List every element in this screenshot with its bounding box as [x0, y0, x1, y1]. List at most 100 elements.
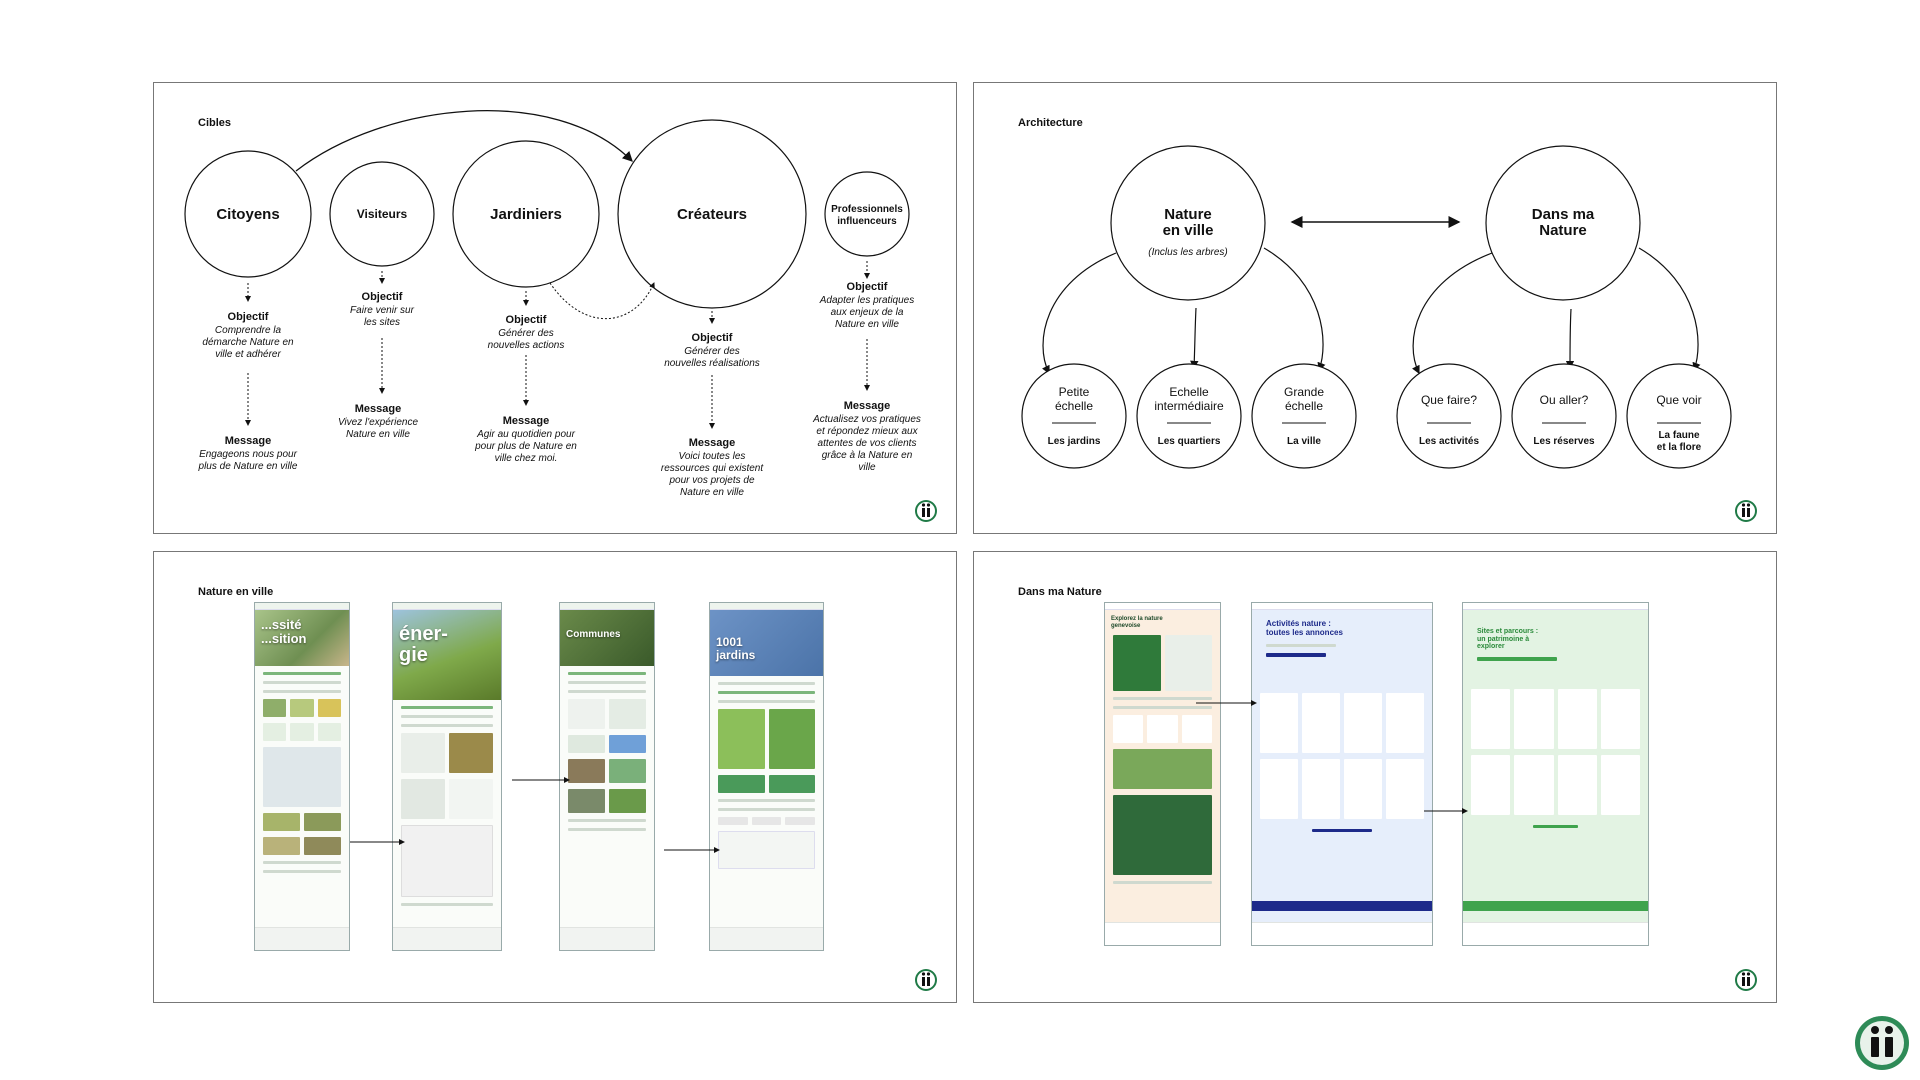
child-sub: et la flore	[1657, 442, 1702, 453]
child-sub: La faune	[1658, 430, 1700, 441]
message-line: pour plus de Nature en	[474, 441, 577, 452]
message-line: pour vos projets de	[668, 475, 754, 486]
curve-arrow-top	[295, 110, 633, 172]
objectif-line: Adapter les pratiques	[819, 295, 915, 306]
child-label: Petite	[1059, 385, 1090, 399]
hero-text: genevoise	[1111, 622, 1141, 629]
objectif-line: ville et adhérer	[215, 349, 281, 360]
label-nature-en-ville-2: en ville	[1163, 222, 1214, 239]
circle-echelle-intermediaire	[1136, 363, 1242, 469]
circle-professionnels	[824, 171, 910, 257]
circle-petite-echelle	[1021, 363, 1127, 469]
objectif-title-jardiniers: Objectif	[506, 314, 547, 326]
message-line: Nature en ville	[346, 429, 410, 440]
label-dans-ma-nature-2: Nature	[1539, 222, 1587, 239]
hero-text: Activités nature :	[1266, 619, 1331, 628]
message-title-professionnels: Message	[844, 400, 890, 412]
circle-ou-aller	[1511, 363, 1617, 469]
message-line: Agir au quotidien pour	[476, 429, 576, 440]
architecture-diagram: Nature en ville (Inclus les arbres) Dans…	[1021, 145, 1732, 469]
child-sub: Les activités	[1419, 436, 1479, 447]
child-label: échelle	[1285, 399, 1323, 413]
panel-cibles: Cibles Citoyens Visiteurs Jardiniers Cré…	[153, 82, 957, 534]
objectif-line: Générer des	[498, 328, 554, 339]
hero-text: 1001	[716, 635, 743, 649]
label-professionnels-2: influenceurs	[837, 216, 897, 227]
circle-jardiniers	[452, 140, 600, 288]
website-mockup: Sites et parcours : un patrimoine à expl…	[1462, 602, 1649, 946]
message-title-visiteurs: Message	[355, 403, 401, 415]
website-mockup: Communes	[559, 602, 655, 951]
hero-text: Explorez la nature	[1111, 616, 1163, 622]
objectif-line: Nature en ville	[835, 319, 899, 330]
hero-text: Communes	[566, 629, 621, 640]
panel-title: Architecture	[1018, 117, 1083, 129]
message-title-createurs: Message	[689, 437, 735, 449]
objectif-title-citoyens: Objectif	[228, 311, 269, 323]
objectif-title-professionnels: Objectif	[847, 281, 888, 293]
hero-text: toutes les annonces	[1266, 627, 1343, 637]
message-line: ressources qui existent	[661, 463, 764, 474]
message-line: Engageons nous pour	[199, 449, 298, 460]
message-line: attentes de vos clients	[818, 438, 917, 449]
hero-text: gie	[399, 644, 428, 666]
child-sub: Les réserves	[1533, 436, 1595, 447]
info-i-logo-icon	[915, 969, 937, 991]
child-label: Grande	[1284, 385, 1324, 399]
label-createurs: Créateurs	[677, 206, 747, 223]
child-label: Que voir	[1656, 393, 1701, 407]
child-label: Ou aller?	[1540, 393, 1589, 407]
circle-que-voir	[1626, 363, 1732, 469]
hero-text: éner-	[399, 623, 448, 645]
label-dans-ma-nature-1: Dans ma	[1532, 206, 1595, 223]
hero-text: Sites et parcours :	[1477, 628, 1539, 635]
child-sub: La ville	[1287, 436, 1321, 447]
hero-text: ...sition	[261, 630, 307, 646]
info-i-logo-icon	[915, 500, 937, 522]
objectif-title-createurs: Objectif	[692, 332, 733, 344]
circle-createurs	[617, 119, 807, 309]
child-sub: Les jardins	[1048, 436, 1101, 447]
info-i-logo-icon	[1735, 969, 1757, 991]
objectif-line: Comprendre la	[215, 325, 282, 336]
message-line: grâce à la Nature en	[822, 450, 913, 461]
circle-visiteurs	[329, 161, 435, 267]
message-line: ville chez moi.	[495, 453, 558, 464]
panel-dans-ma-nature: Dans ma Nature Explorez la nature genevo…	[973, 551, 1777, 1003]
info-i-logo-icon	[1855, 1016, 1909, 1070]
child-label: échelle	[1055, 399, 1093, 413]
label-citoyens: Citoyens	[216, 206, 279, 223]
panel-architecture: Architecture Nature en v	[973, 82, 1777, 534]
label-professionnels-1: Professionnels	[831, 204, 903, 215]
objectif-line: Faire venir sur	[350, 305, 415, 316]
child-label: Echelle	[1169, 385, 1209, 399]
circle-nature-en-ville	[1110, 145, 1266, 301]
message-line: et répondez mieux aux	[816, 426, 918, 437]
panel-title: Dans ma Nature	[1018, 586, 1102, 598]
objectif-line: nouvelles actions	[488, 340, 565, 351]
panel-title: Nature en ville	[198, 586, 274, 598]
circle-citoyens	[184, 150, 312, 278]
info-i-logo-icon	[1735, 500, 1757, 522]
objectif-title-visiteurs: Objectif	[362, 291, 403, 303]
hero-text: un patrimoine à	[1477, 635, 1530, 643]
message-line: plus de Nature en ville	[198, 461, 298, 472]
objectif-line: Générer des	[684, 346, 740, 357]
message-line: Voici toutes les	[679, 451, 746, 462]
message-line: Vivez l'expérience	[338, 417, 419, 428]
dotted-curve-jardiniers-createurs	[549, 282, 655, 320]
panel-title: Cibles	[198, 117, 232, 129]
child-label: Que faire?	[1421, 393, 1477, 407]
hero-text: explorer	[1477, 643, 1505, 651]
label-nature-en-ville-1: Nature	[1164, 206, 1212, 223]
panel-nature-en-ville: Nature en ville ...ssité...sition éner-g…	[153, 551, 957, 1003]
message-line: ville	[858, 462, 876, 473]
message-title-jardiniers: Message	[503, 415, 549, 427]
label-nature-en-ville-note: (Inclus les arbres)	[1148, 247, 1227, 258]
message-title-citoyens: Message	[225, 435, 271, 447]
cibles-diagram: Citoyens Visiteurs Jardiniers Créateurs …	[184, 110, 921, 498]
website-mockup: ...ssité...sition	[254, 602, 350, 951]
circle-dans-ma-nature	[1485, 145, 1641, 301]
objectif-line: aux enjeux de la	[831, 307, 904, 318]
